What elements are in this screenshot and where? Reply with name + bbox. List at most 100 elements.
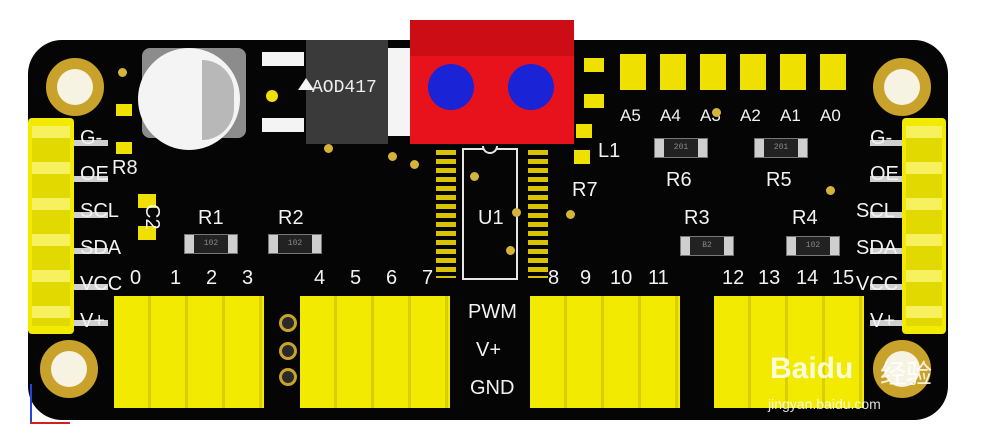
smd-pad: [584, 58, 604, 72]
refdes-c2: C2: [141, 204, 163, 230]
via: [512, 208, 521, 217]
channel-label-0: 0: [130, 267, 142, 289]
smd-pad: [116, 142, 132, 154]
smd-pad: [138, 226, 156, 240]
refdes-r6: R6: [666, 169, 692, 191]
left-label-scl: SCL: [80, 200, 119, 222]
axis-x-line: [30, 422, 70, 424]
resistor-r1: 102: [184, 234, 238, 254]
ic-pads-left: [436, 150, 456, 278]
servo-header-group-12-15[interactable]: [714, 296, 864, 408]
arrow-icon: [298, 78, 314, 90]
right-label-g: G-: [870, 127, 893, 149]
watermark-url: jingyan.baidu.com: [768, 396, 881, 412]
smd-pad: [138, 194, 156, 208]
channel-label-14: 14: [796, 267, 819, 289]
via-pad: [279, 368, 297, 386]
servo-header-group-8-11[interactable]: [530, 296, 680, 408]
address-pad-a1: [780, 54, 806, 90]
right-label-scl: SCL: [856, 200, 895, 222]
left-label-vplus: V+: [80, 310, 106, 332]
refdes-r8: R8: [112, 157, 138, 179]
left-label-sda: SDA: [80, 237, 122, 259]
refdes-r3: R3: [684, 207, 710, 229]
servo-header-group-0-3[interactable]: [114, 296, 264, 408]
address-pad-a4: [660, 54, 686, 90]
left-header-pins: [32, 126, 70, 326]
left-label-g: G-: [80, 127, 103, 149]
resistor-r2: 102: [268, 234, 322, 254]
address-pad-a3: [700, 54, 726, 90]
analog-label-a1: A1: [780, 106, 801, 125]
smd-pad: [116, 104, 132, 116]
channel-label-1: 1: [170, 267, 182, 289]
channel-label-6: 6: [386, 267, 398, 289]
via: [712, 108, 721, 117]
channel-label-4: 4: [314, 267, 326, 289]
terminal-screw-left: [428, 64, 474, 110]
analog-label-a4: A4: [660, 106, 681, 125]
watermark-brand: Baidu: [770, 352, 854, 385]
right-header-leads: [870, 126, 902, 326]
address-pad-a2: [740, 54, 766, 90]
via: [324, 144, 333, 153]
smd-pad: [584, 94, 604, 108]
via: [566, 210, 575, 219]
inductor-label: L1: [598, 140, 621, 162]
channel-label-13: 13: [758, 267, 781, 289]
channel-label-7: 7: [422, 267, 434, 289]
analog-label-a2: A2: [740, 106, 761, 125]
channel-label-2: 2: [206, 267, 218, 289]
left-label-oe: OE: [80, 163, 109, 185]
axis-y-line: [30, 384, 32, 424]
resistor-r4: 102: [786, 236, 840, 256]
servo-header-group-4-7[interactable]: [300, 296, 450, 408]
mosfet-lead: [262, 118, 304, 132]
via: [118, 68, 127, 77]
left-header-leads: [74, 126, 108, 326]
channel-label-3: 3: [242, 267, 254, 289]
right-label-oe: OE: [870, 163, 899, 185]
mosfet-label: AOD417: [312, 78, 377, 98]
terminal-top: [410, 20, 574, 56]
terminal-screw-right: [508, 64, 554, 110]
right-header-pins: [906, 126, 942, 326]
via: [470, 172, 479, 181]
left-label-vcc: VCC: [80, 273, 123, 295]
right-label-sda: SDA: [856, 237, 898, 259]
refdes-r7: R7: [572, 179, 598, 201]
center-label-pwm: PWM: [468, 301, 517, 323]
mosfet-tab: [388, 48, 410, 136]
refdes-r1: R1: [198, 207, 224, 229]
via: [410, 160, 419, 169]
refdes-r2: R2: [278, 207, 304, 229]
mounting-hole-bottom-left: [40, 340, 98, 398]
mosfet-lead: [262, 52, 304, 66]
via: [388, 152, 397, 161]
address-pad-a5: [620, 54, 646, 90]
center-label-gnd: GND: [470, 377, 515, 399]
mounting-hole-bottom-right: [873, 340, 931, 398]
channel-label-8: 8: [548, 267, 560, 289]
channel-label-12: 12: [722, 267, 745, 289]
right-label-vplus: V+: [870, 310, 896, 332]
refdes-r5: R5: [766, 169, 792, 191]
refdes-r4: R4: [792, 207, 818, 229]
via: [506, 246, 515, 255]
analog-label-a0: A0: [820, 106, 841, 125]
channel-label-9: 9: [580, 267, 592, 289]
resistor-r6: 201: [654, 138, 708, 158]
via: [826, 186, 835, 195]
center-label-vplus: V+: [476, 339, 502, 361]
ic-label: U1: [478, 207, 504, 229]
mounting-hole-top-left: [46, 58, 104, 116]
analog-label-a5: A5: [620, 106, 641, 125]
smd-pad: [574, 150, 590, 164]
via-pad: [266, 90, 278, 102]
mounting-hole-top-right: [873, 58, 931, 116]
address-pad-a0: [820, 54, 846, 90]
via-pad: [279, 342, 297, 360]
ic-pads-right: [528, 150, 548, 278]
resistor-r3: B2: [680, 236, 734, 256]
channel-label-5: 5: [350, 267, 362, 289]
